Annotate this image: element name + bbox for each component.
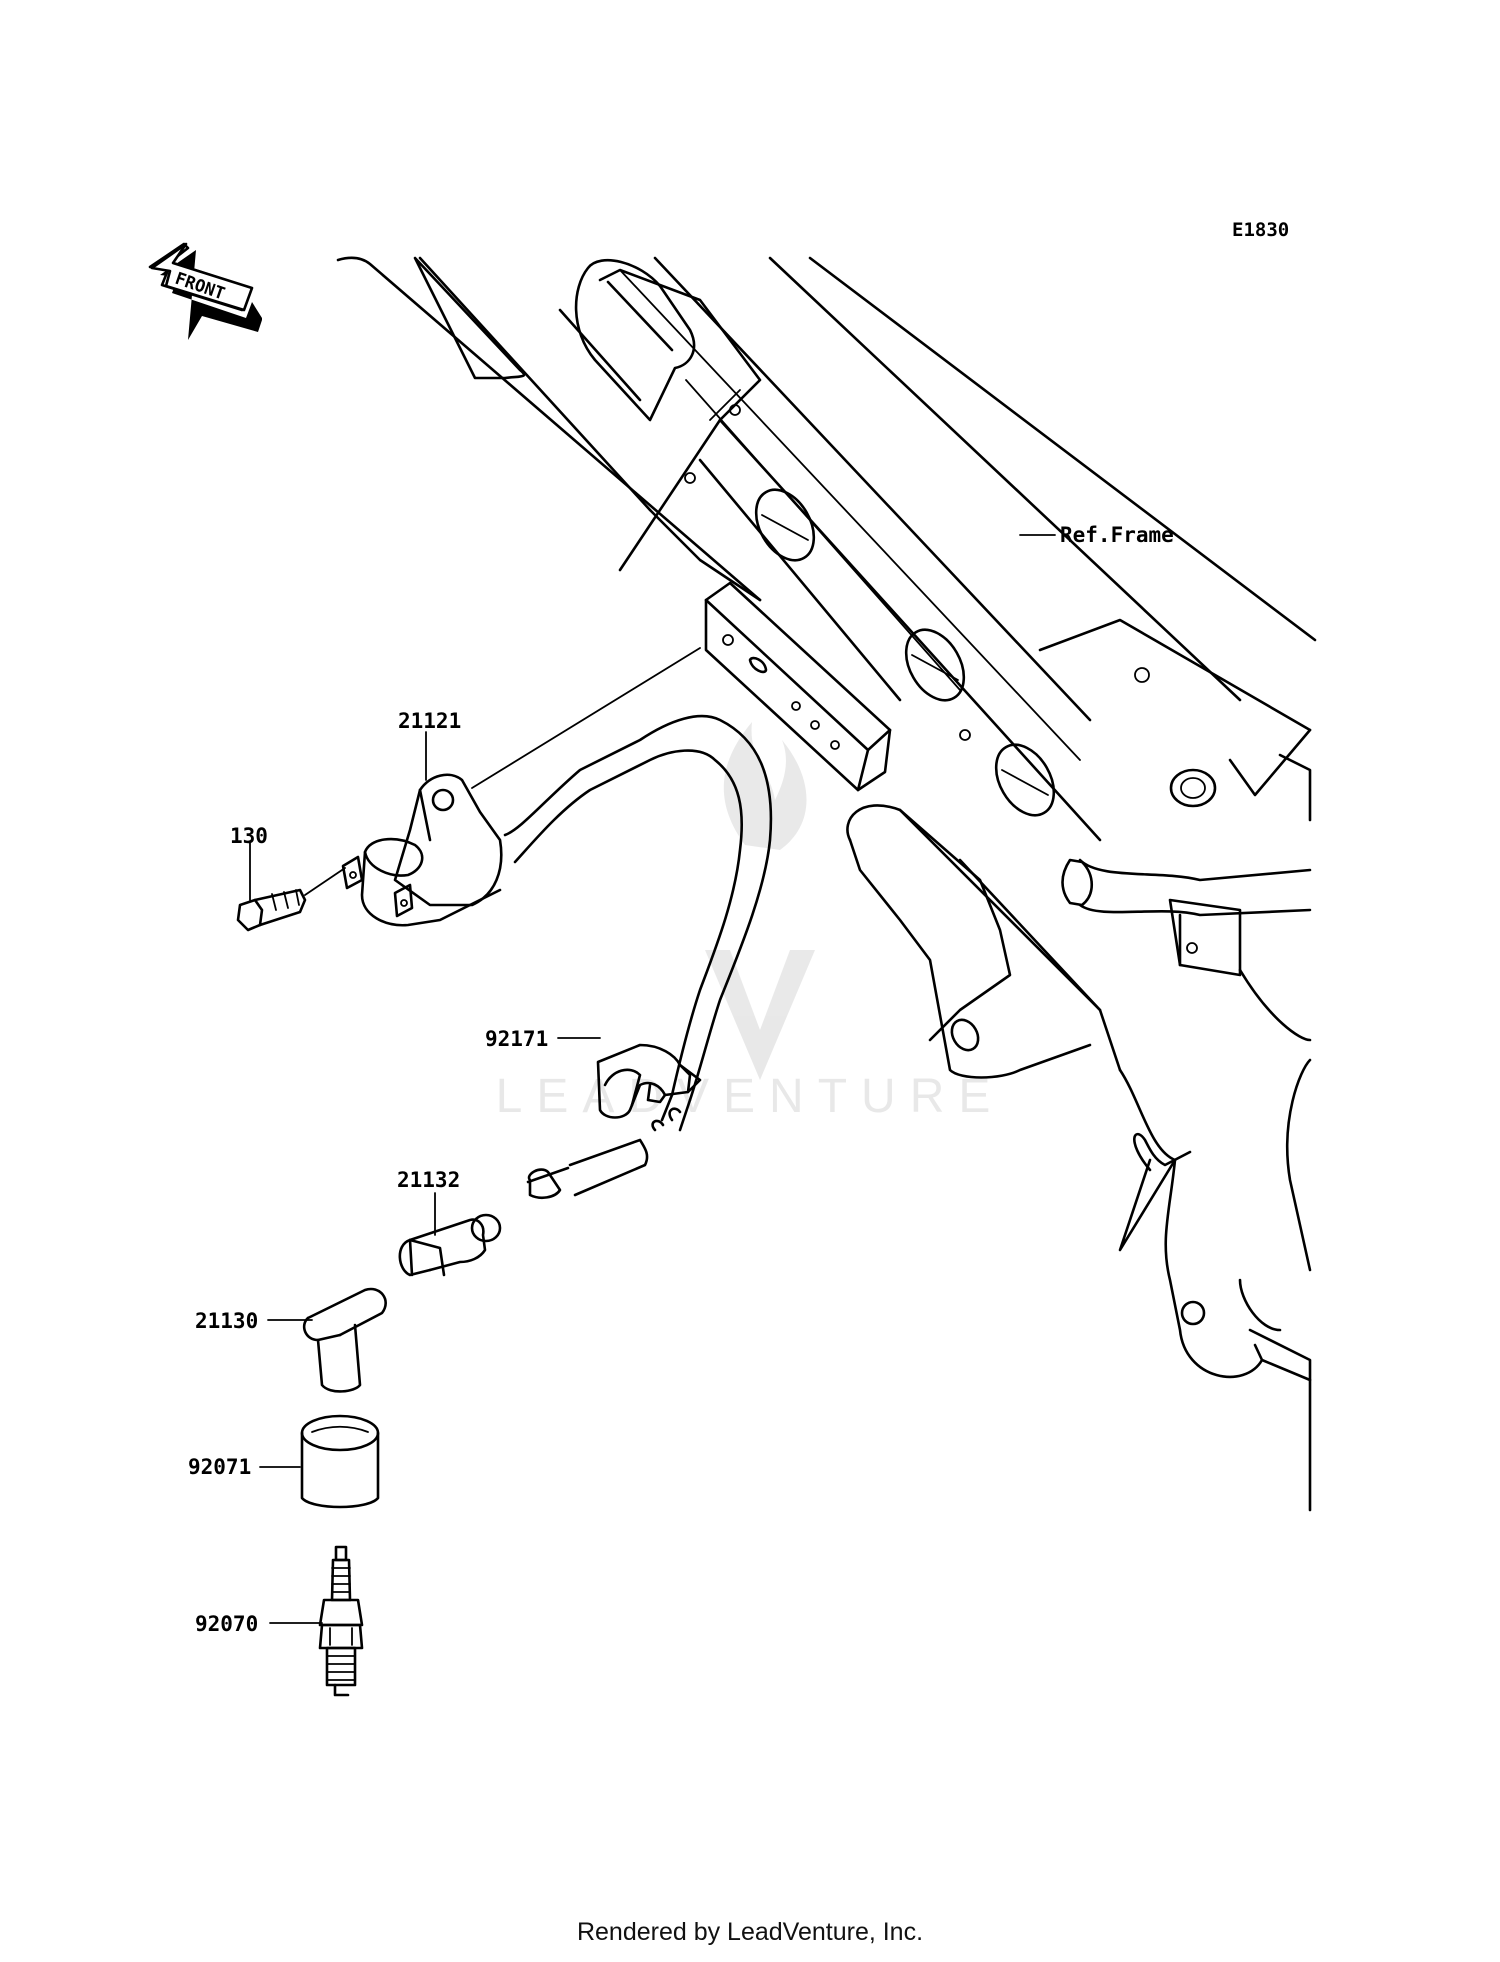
mount-line [471, 647, 701, 789]
frame-drawing [336, 256, 1317, 1512]
diagram-code: E1830 [1232, 219, 1289, 241]
boot[interactable] [300, 1414, 380, 1509]
ignition-coil[interactable] [341, 714, 773, 1200]
part-number-21130[interactable]: 21130 [195, 1309, 258, 1333]
watermark: LEADVENTURE [496, 722, 1005, 1123]
plug-cap[interactable] [302, 1287, 387, 1393]
spark-plug[interactable] [318, 1545, 364, 1697]
ref-frame-label: Ref.Frame [1060, 523, 1174, 547]
bolt[interactable] [236, 867, 346, 932]
watermark-text: LEADVENTURE [496, 1070, 1005, 1123]
part-number-92171[interactable]: 92171 [485, 1027, 548, 1051]
part-number-92071[interactable]: 92071 [188, 1455, 251, 1479]
part-number-92070[interactable]: 92070 [195, 1612, 258, 1636]
front-arrow-icon: FRONT [148, 242, 262, 340]
part-number-130[interactable]: 130 [230, 824, 268, 848]
cap-adapter[interactable] [398, 1213, 502, 1277]
part-number-21132[interactable]: 21132 [397, 1168, 460, 1192]
clamp[interactable] [596, 1043, 702, 1119]
part-number-21121[interactable]: 21121 [398, 709, 461, 733]
footer-credit: Rendered by LeadVenture, Inc. [576, 1918, 924, 1946]
watermark-logo-icon [705, 722, 815, 1080]
